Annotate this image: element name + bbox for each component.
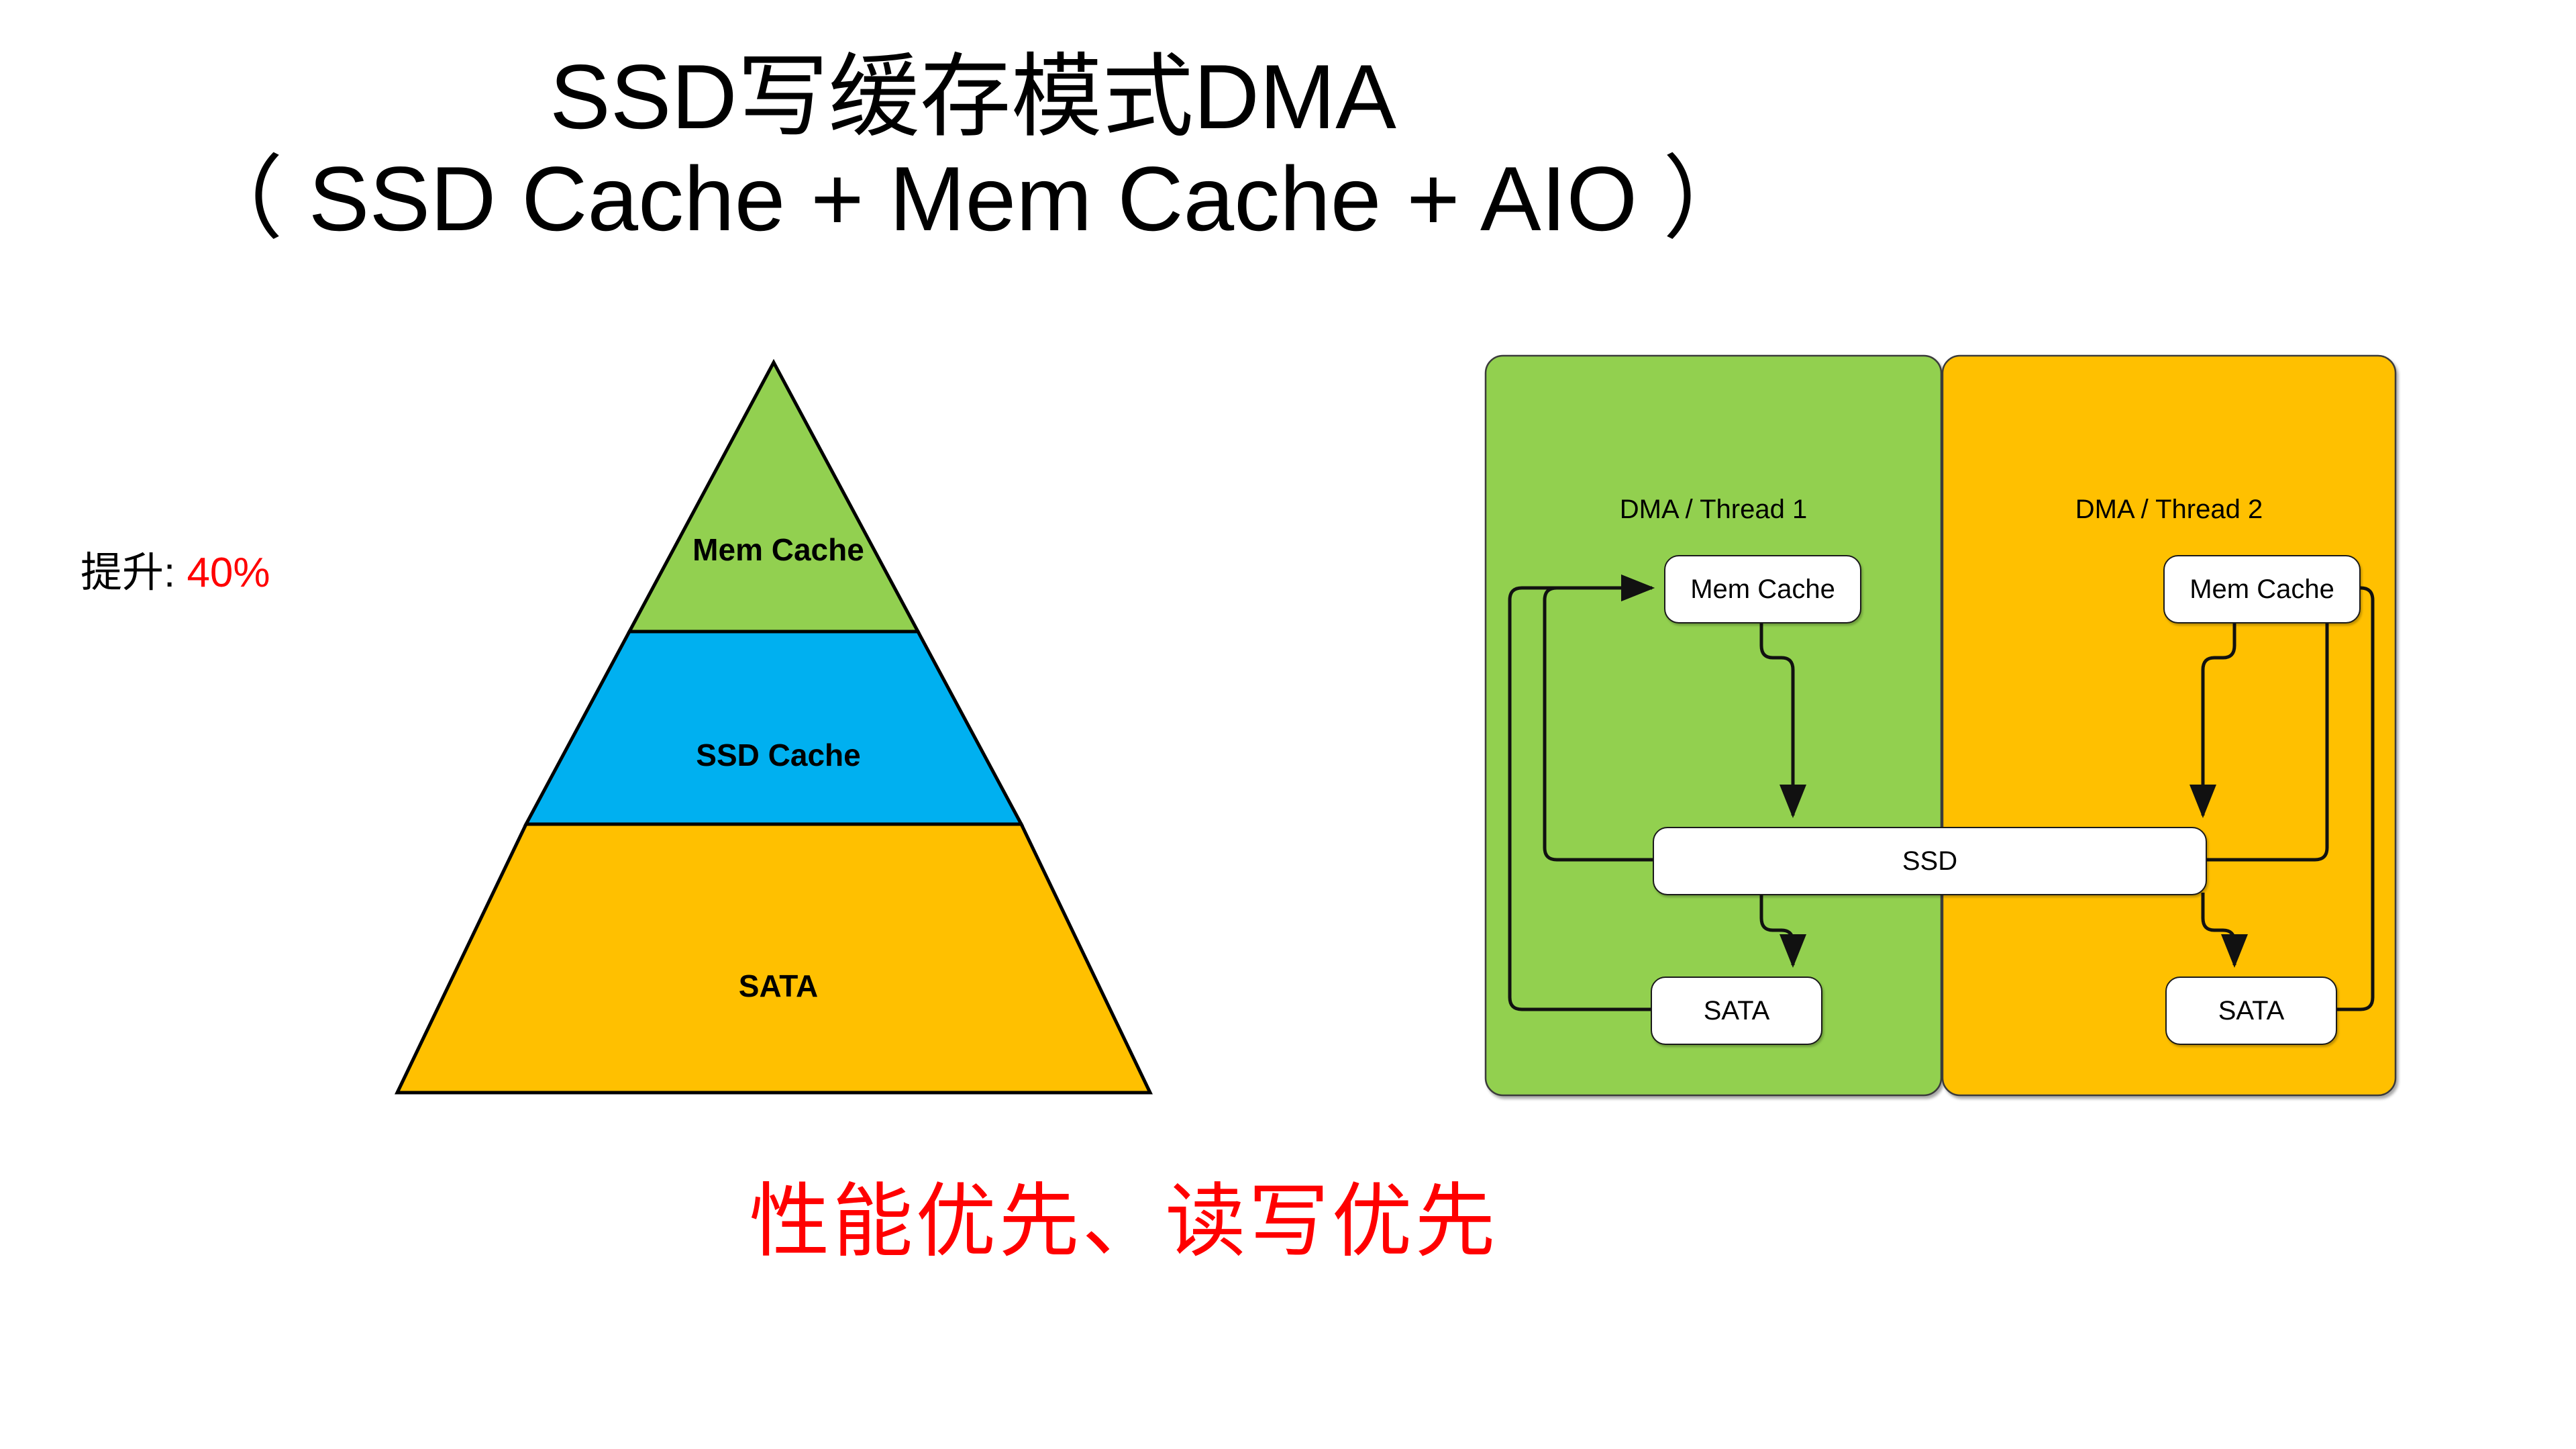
dma-thread-dataflow-diagram: DMA / Thread 1 DMA / Thread 2 Mem Cache …	[1476, 342, 2416, 1121]
pyramid-layer-sata	[395, 822, 1153, 1095]
arrow-ssd-to-sata2	[2201, 893, 2248, 968]
pyramid-label-sata: SATA	[738, 968, 819, 1003]
node-mem-cache-thread-1[interactable]: Mem Cache	[1664, 555, 1861, 623]
node-ssd-shared[interactable]: SSD	[1653, 827, 2207, 895]
pyramid-label-ssd-cache: SSD Cache	[696, 738, 861, 772]
arrow-sata1-to-mem1	[1508, 574, 1655, 1011]
arrow-sata2-to-mem2	[2232, 574, 2375, 1011]
node-mem-cache-thread-2[interactable]: Mem Cache	[2163, 555, 2361, 623]
uplift-metric: 提升: 40%	[81, 538, 270, 599]
storage-tier-pyramid: Mem Cache SSD Cache SATA	[376, 342, 1181, 1121]
arrow-mem2-to-ssd	[2189, 621, 2236, 819]
panel-thread-1	[1484, 354, 1943, 1097]
bottom-statement-text: 性能优先、读写优先	[749, 1177, 1498, 1266]
panel-title-thread-1: DMA / Thread 1	[1619, 495, 1808, 524]
pyramid-layer-mem-cache	[626, 358, 921, 634]
panel-title-thread-2: DMA / Thread 2	[2075, 495, 2263, 524]
pyramid-label-mem-cache: Mem Cache	[692, 532, 864, 567]
node-sata-thread-2[interactable]: SATA	[2165, 977, 2337, 1045]
uplift-label: 提升:	[81, 550, 187, 596]
title-line-1: SSD写缓存模式DMA	[550, 46, 1396, 148]
pyramid-layer-ssd-cache	[523, 630, 1025, 826]
bottom-statement: 性能优先、读写优先	[0, 1156, 2576, 1272]
uplift-value: 40%	[187, 550, 270, 596]
page-title: SSD写缓存模式DMA （ SSD Cache + Mem Cache + AI…	[0, 46, 1946, 250]
node-sata-thread-1[interactable]: SATA	[1651, 977, 1822, 1045]
title-line-2: （ SSD Cache + Mem Cache + AIO ）	[191, 148, 1754, 250]
arrow-mem1-to-ssd	[1759, 621, 1806, 819]
arrow-ssd-to-sata1	[1759, 893, 1806, 968]
panel-thread-2	[1941, 354, 2397, 1097]
